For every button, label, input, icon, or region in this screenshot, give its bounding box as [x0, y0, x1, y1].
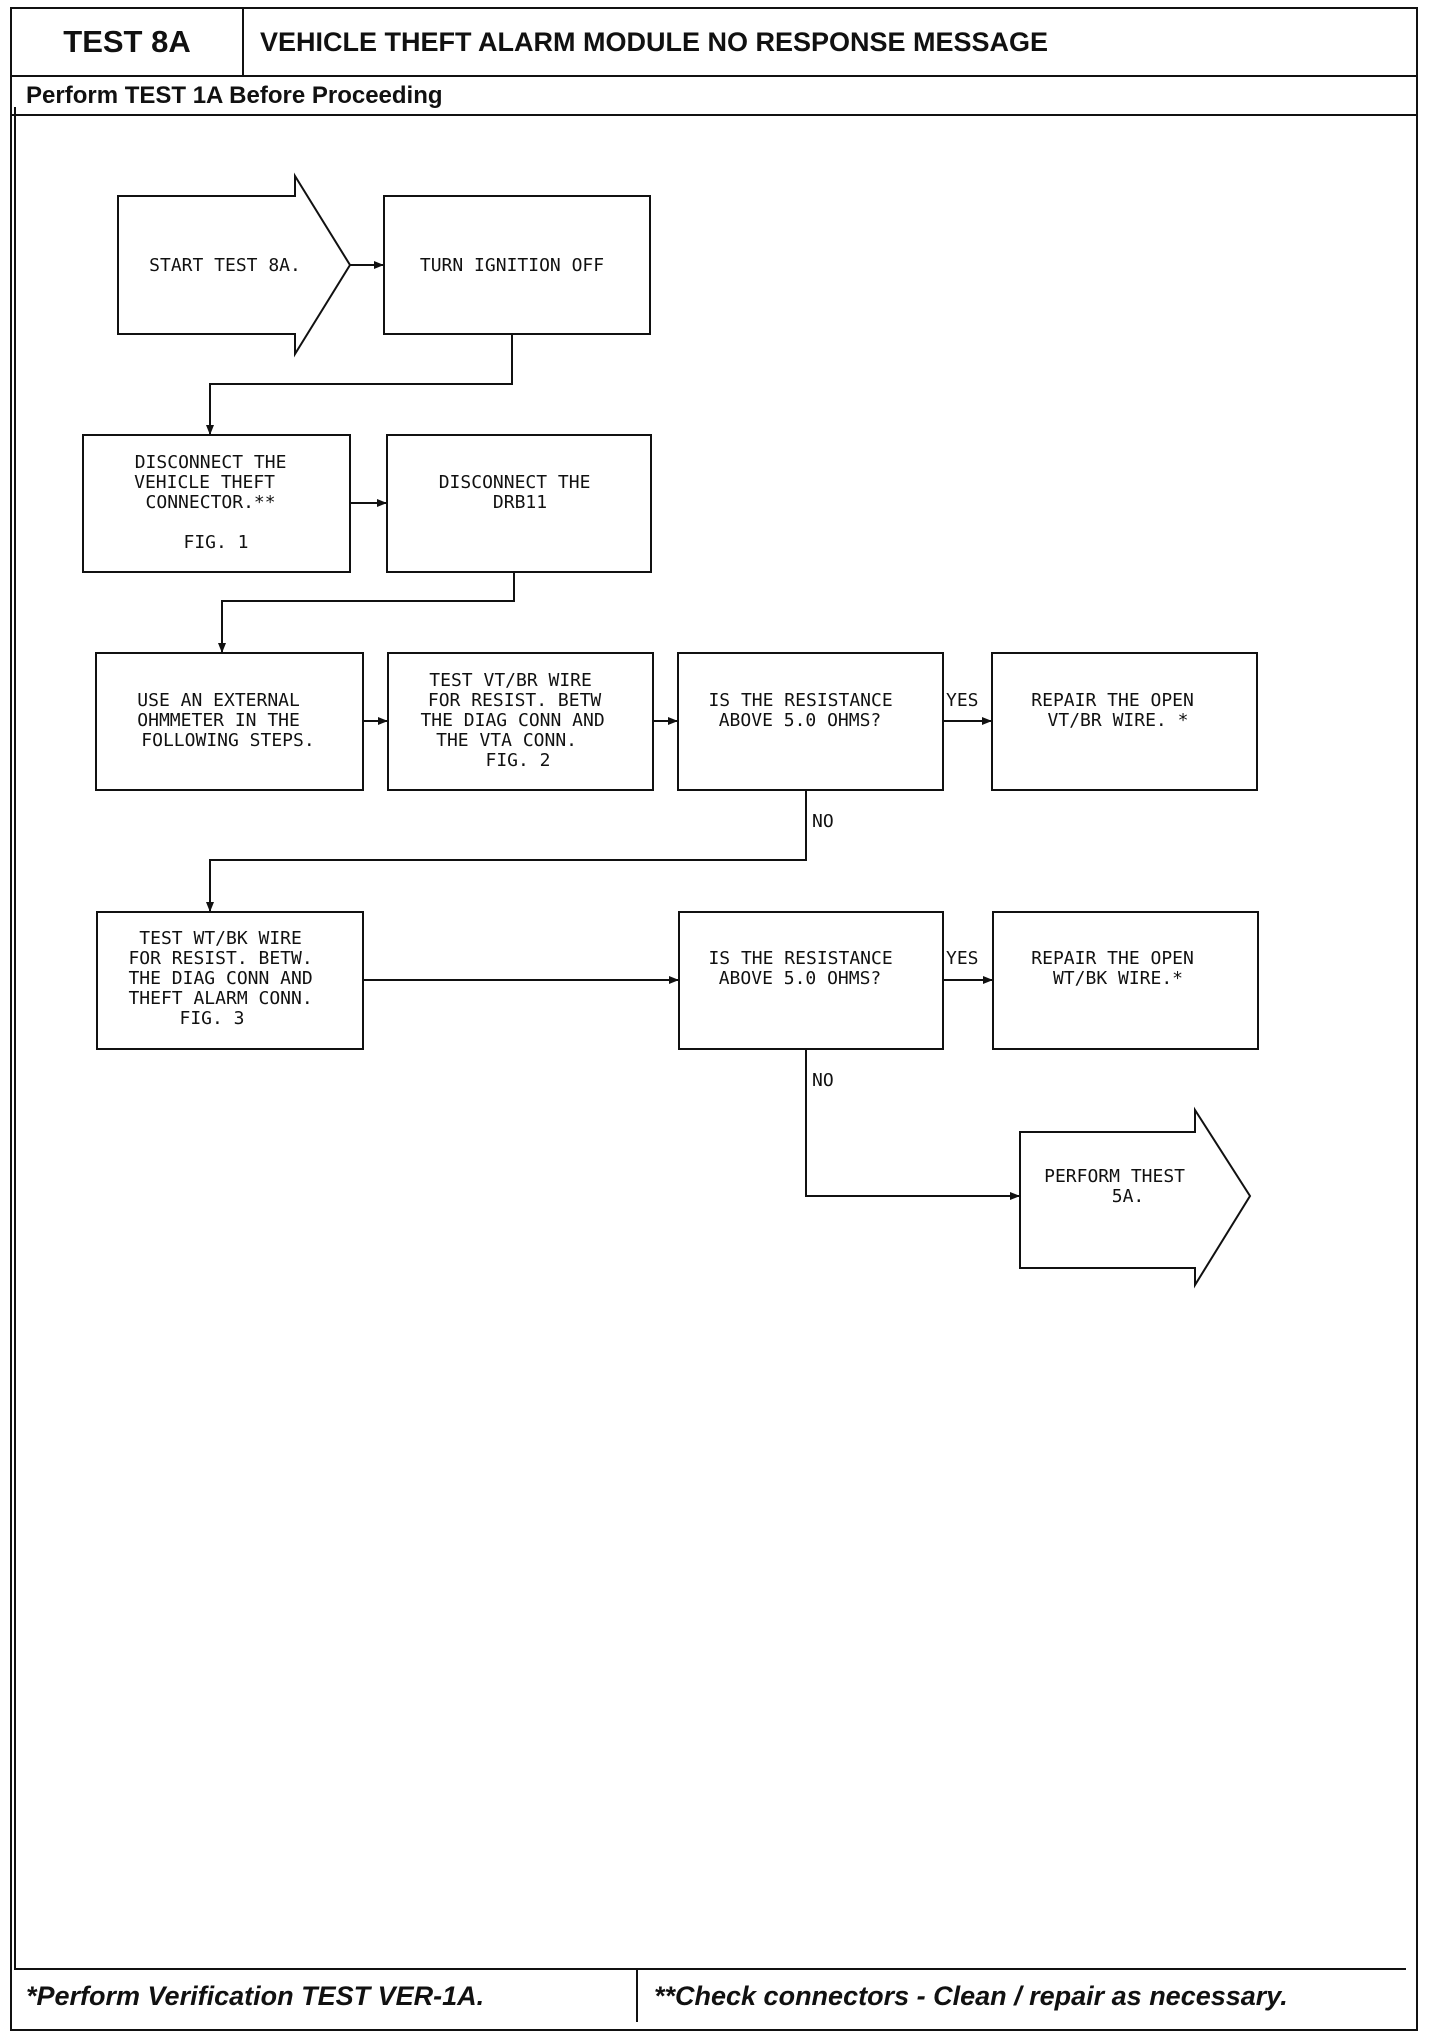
use-ohmmeter-box [95, 652, 364, 791]
resistance-question-2-text: IS THE RESISTANCE ABOVE 5.0 OHMS? [708, 948, 903, 989]
verification-note: *Perform Verification TEST VER-1A. [14, 1970, 638, 2022]
prerequisite-note: Perform TEST 1A Before Proceeding [26, 82, 443, 109]
connector-drb-to-ohmmeter [218, 572, 515, 653]
test-vtbr-text: TEST VT/BR WIRE FOR RESIST. BETW THE DIA… [420, 670, 615, 771]
disconnect-vt-box [82, 434, 351, 573]
yes-label-2: YES [946, 948, 979, 969]
document-page: TEST 8A VEHICLE THEFT ALARM MODULE NO RE… [10, 7, 1418, 2031]
perform-5a-text: PERFORM THEST 5A. [1044, 1166, 1196, 1207]
disconnect-drb-text: DISCONNECT THE DRB11 [439, 472, 602, 513]
connector-no-2 [805, 1049, 1020, 1200]
header-row: TEST 8A VEHICLE THEFT ALARM MODULE NO RE… [12, 9, 1416, 77]
test-id-label: TEST 8A [12, 9, 244, 75]
disconnect-drb-box [386, 434, 652, 573]
resistance-question-2-box [678, 911, 944, 1050]
repair-vtbr-text: REPAIR THE OPEN VT/BR WIRE. * [1031, 690, 1204, 731]
test-wtbk-box [96, 911, 364, 1050]
ignition-off-text: TURN IGNITION OFF [420, 255, 604, 276]
resistance-question-1-box [677, 652, 944, 791]
repair-vtbr-box [991, 652, 1258, 791]
no-label-2: NO [812, 1070, 834, 1091]
connector-ignition-to-disconnect [206, 334, 513, 435]
yes-label-1: YES [946, 690, 979, 711]
footer: *Perform Verification TEST VER-1A. **Che… [14, 1968, 1406, 2022]
connector-no-1 [206, 790, 807, 912]
start-arrow-shape [117, 172, 352, 358]
no-label-1: NO [812, 811, 834, 832]
connector-note: **Check connectors - Clean / repair as n… [654, 1980, 1288, 2011]
disconnect-vt-text: DISCONNECT THE VEHICLE THEFT CONNECTOR.*… [134, 452, 297, 553]
resistance-question-1-text: IS THE RESISTANCE ABOVE 5.0 OHMS? [708, 690, 903, 731]
inner-border-rule [14, 107, 16, 1968]
perform-5a-arrow-shape [1019, 1106, 1252, 1289]
page-title: VEHICLE THEFT ALARM MODULE NO RESPONSE M… [260, 26, 1049, 57]
test-wtbk-text: TEST WT/BK WIRE FOR RESIST. BETW. THE DI… [128, 928, 323, 1029]
ignition-off-box [383, 195, 651, 335]
start-text: START TEST 8A. [149, 255, 301, 276]
use-ohmmeter-text: USE AN EXTERNAL OHMMETER IN THE FOLLOWIN… [137, 690, 314, 751]
prerequisite-row: Perform TEST 1A Before Proceeding [12, 77, 1416, 116]
test-vtbr-box [387, 652, 654, 791]
flowchart: START TEST 8A. TURN IGNITION OFF DISCONN… [82, 172, 1259, 1289]
repair-wtbk-box [992, 911, 1259, 1050]
repair-wtbk-text: REPAIR THE OPEN WT/BK WIRE.* [1031, 948, 1204, 989]
